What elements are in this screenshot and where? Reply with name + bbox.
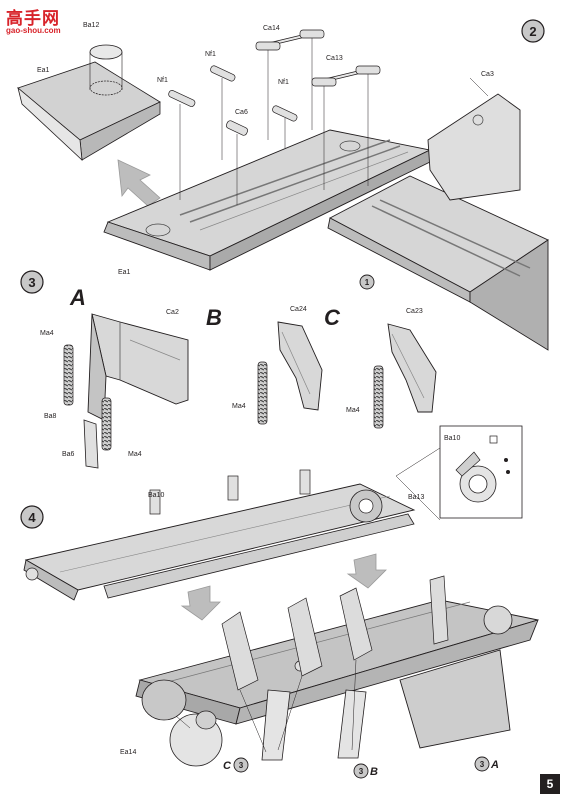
step-4-section: 4 Ba10 xyxy=(20,425,539,779)
assembly-ref-a: 3 A xyxy=(474,756,499,772)
part-ca13-frame xyxy=(311,65,381,190)
arrow-down-icon-1 xyxy=(346,553,387,589)
label-ca24: Ca24 xyxy=(290,306,307,313)
label-ea1-top: Ea1 xyxy=(37,67,50,74)
spring-icon-a1 xyxy=(63,344,74,406)
direction-arrow-icon xyxy=(117,159,161,207)
label-ma4-b: Ma4 xyxy=(232,403,246,410)
label-ca2: Ca2 xyxy=(166,309,179,316)
label-ma4-c: Ma4 xyxy=(346,407,360,414)
part-ea1-panel xyxy=(17,61,161,162)
step-4-badge: 4 xyxy=(20,505,44,529)
label-nf1-a: Nf1 xyxy=(205,51,216,58)
step-3-section: 3 A B C Ca2 Ma4 Ba8 Ba6 Ma4 xyxy=(20,270,437,469)
assembly-ref-b: 3 B xyxy=(353,763,378,779)
spring-icon-a2 xyxy=(101,397,112,451)
variant-c-arm xyxy=(373,323,437,429)
step-2-section: 2 xyxy=(17,19,549,351)
glue-icon xyxy=(489,435,498,444)
assembly-ref-c-letter: C xyxy=(223,760,232,772)
step-3-number: 3 xyxy=(28,275,35,290)
step-4-number: 4 xyxy=(28,510,36,525)
rear-sub-assembly xyxy=(327,77,549,351)
final-hull-assembly xyxy=(135,575,539,761)
label-nf1-c: Nf1 xyxy=(278,79,289,86)
watermark-url: gao-shou.com xyxy=(6,26,61,35)
part-nf1-shafts xyxy=(168,65,298,200)
label-nf1-b: Nf1 xyxy=(157,77,168,84)
assembly-ref-b-number: 3 xyxy=(359,767,364,776)
label-ca23: Ca23 xyxy=(406,308,423,315)
sub-ref-number: 1 xyxy=(365,278,370,287)
label-ma4-a2: Ma4 xyxy=(128,451,142,458)
spring-icon-b xyxy=(257,361,268,425)
part-ba12-ring xyxy=(89,44,123,96)
assembly-ref-a-number: 3 xyxy=(480,760,485,769)
label-ca3: Ca3 xyxy=(481,71,494,78)
label-ma4-a1: Ma4 xyxy=(40,330,54,337)
detail-inset-box: Ba10 xyxy=(395,425,523,521)
variant-a-bracket xyxy=(63,313,189,469)
sub-assembly-ref-1: 1 xyxy=(359,274,375,290)
variant-b-arm xyxy=(257,321,323,425)
label-ba13: Ba13 xyxy=(408,494,424,501)
side-hull-plate xyxy=(23,469,416,601)
assembly-ref-b-letter: B xyxy=(370,766,378,778)
watermark-title: 高手网 xyxy=(6,9,60,28)
label-ba12: Ba12 xyxy=(83,22,99,29)
part-ea14-hatch xyxy=(141,679,223,767)
label-ca6: Ca6 xyxy=(235,109,248,116)
label-ca13: Ca13 xyxy=(326,55,343,62)
step-3-badge: 3 xyxy=(20,270,44,294)
label-ca14: Ca14 xyxy=(263,25,280,32)
part-ca6 xyxy=(225,120,249,205)
page-number: 5 xyxy=(540,774,560,794)
variant-a-label: A xyxy=(69,285,86,310)
assembly-ref-a-letter: A xyxy=(490,759,499,771)
watermark-logo: 高手网 gao-shou.com xyxy=(6,4,76,44)
variant-b-label: B xyxy=(206,305,222,330)
label-ba10-detail: Ba10 xyxy=(444,435,460,442)
label-ba6: Ba6 xyxy=(62,451,75,458)
step-2-number: 2 xyxy=(529,24,536,39)
label-ea1-bottom: Ea1 xyxy=(118,269,131,276)
assembly-ref-c-number: 3 xyxy=(239,761,244,770)
variant-c-label: C xyxy=(324,305,341,330)
label-ba8: Ba8 xyxy=(44,413,57,420)
step-2-badge: 2 xyxy=(521,19,545,43)
assembly-ref-c: C 3 xyxy=(223,757,249,773)
arrow-down-icon-2 xyxy=(180,585,221,621)
label-ea14: Ea14 xyxy=(120,749,136,756)
spring-icon-c xyxy=(373,365,384,429)
label-ba10: Ba10 xyxy=(148,492,164,499)
part-ca14-frame xyxy=(255,29,325,140)
